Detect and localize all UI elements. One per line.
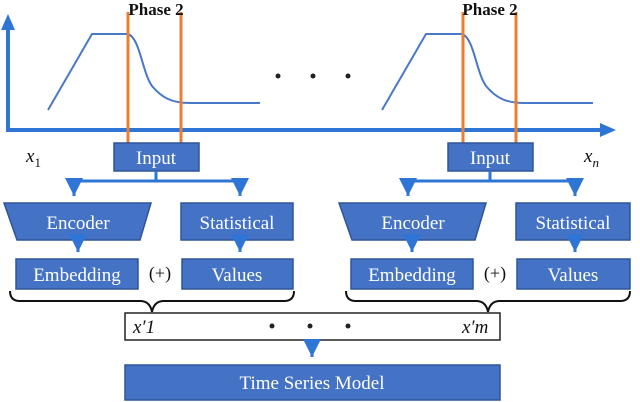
encoder-box-right	[337, 202, 488, 241]
axis-right-label: xn	[583, 146, 599, 170]
left-signal-curve	[47, 33, 260, 111]
plot-axes	[1, 14, 616, 137]
input-box-left	[113, 142, 200, 172]
axis-left-label: x1	[25, 146, 41, 170]
statistical-label-right: Statistical	[536, 213, 611, 234]
values-label-left: Values	[212, 265, 263, 286]
axis-left-subscript: 1	[34, 155, 41, 170]
input-branch-right-r	[490, 178, 584, 196]
input-branch-left-r	[399, 171, 492, 196]
values-label-right: Values	[548, 265, 599, 286]
statistical-box-right	[515, 202, 631, 241]
phase-label-left: Phase 2	[128, 0, 183, 19]
input-branch-right	[156, 178, 249, 196]
values-box-left	[181, 258, 294, 290]
sequence-first: x′1	[132, 317, 155, 338]
input-label-left: Input	[136, 148, 177, 169]
axis-right-letter: x	[583, 146, 593, 167]
y-axis-arrowhead	[1, 14, 15, 30]
statistical-box-left	[180, 202, 294, 241]
input-label-right: Input	[470, 148, 511, 169]
phase-label-right: Phase 2	[462, 0, 517, 19]
encoder-label-left: Encoder	[46, 213, 110, 234]
embedding-box-right	[350, 258, 474, 290]
right-signal-curve	[381, 33, 593, 111]
values-box-right	[516, 258, 631, 290]
encoder-box-left	[2, 202, 153, 241]
statistical-label-left: Statistical	[200, 213, 275, 234]
time-series-model-label: Time Series Model	[240, 373, 385, 394]
axis-right-subscript: n	[592, 155, 599, 170]
time-series-model-box	[124, 364, 501, 401]
right-pipeline: Input Encoder Statistical Embedding (+) …	[337, 142, 631, 313]
input-box-right	[447, 142, 534, 172]
concat-symbol-left: (+)	[149, 263, 171, 284]
x-axis-arrowhead	[600, 123, 616, 137]
sequence-ellipsis	[269, 323, 351, 329]
axis-left-letter: x	[25, 146, 35, 167]
embedding-label-right: Embedding	[368, 265, 456, 286]
embedding-box-left	[15, 258, 139, 290]
embedding-label-left: Embedding	[33, 265, 121, 286]
brace-left	[9, 290, 295, 313]
concat-symbol-right: (+)	[484, 263, 506, 284]
input-branch-left	[65, 171, 158, 196]
left-pipeline: Input Encoder Statistical Embedding (+) …	[2, 142, 295, 313]
encoder-label-right: Encoder	[381, 213, 445, 234]
plot-ellipsis	[275, 73, 351, 79]
sequence-box	[124, 312, 501, 341]
sequence-last: x′m	[461, 317, 488, 338]
brace-right	[345, 290, 631, 313]
